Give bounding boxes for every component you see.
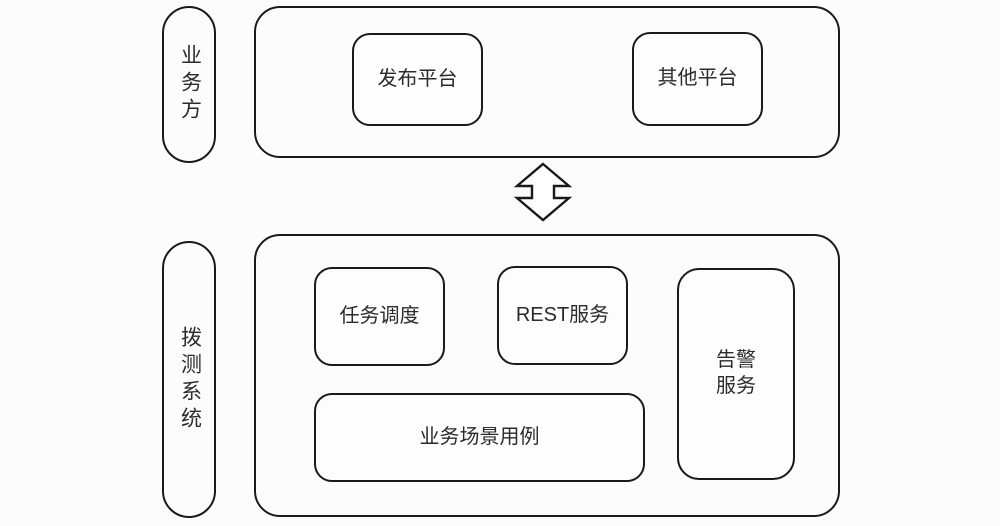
node-alert-service-label: 告警服务 xyxy=(716,349,756,397)
node-other-platform-label: 其他平台 xyxy=(657,67,738,90)
lane-label-probe-system: 拨测系统 xyxy=(162,241,216,518)
lane-label-business: 业务方 xyxy=(162,6,216,163)
node-business-usecase-label: 业务场景用例 xyxy=(419,425,540,448)
node-rest-service[interactable]: REST服务 xyxy=(497,266,628,365)
lane-label-business-text: 业务方 xyxy=(178,44,202,125)
node-alert-service[interactable]: 告警服务 xyxy=(677,268,795,480)
node-rest-service-label: REST服务 xyxy=(515,303,610,326)
double-headed-vertical-arrow-icon xyxy=(514,162,572,222)
node-publish-platform-label: 发布平台 xyxy=(377,67,458,90)
node-publish-platform[interactable]: 发布平台 xyxy=(352,33,483,126)
node-business-usecase[interactable]: 业务场景用例 xyxy=(314,393,645,482)
lane-label-probe-system-text: 拨测系统 xyxy=(178,325,202,434)
node-task-schedule-label: 任务调度 xyxy=(339,304,420,327)
node-other-platform[interactable]: 其他平台 xyxy=(632,32,763,126)
node-task-schedule[interactable]: 任务调度 xyxy=(314,267,445,366)
